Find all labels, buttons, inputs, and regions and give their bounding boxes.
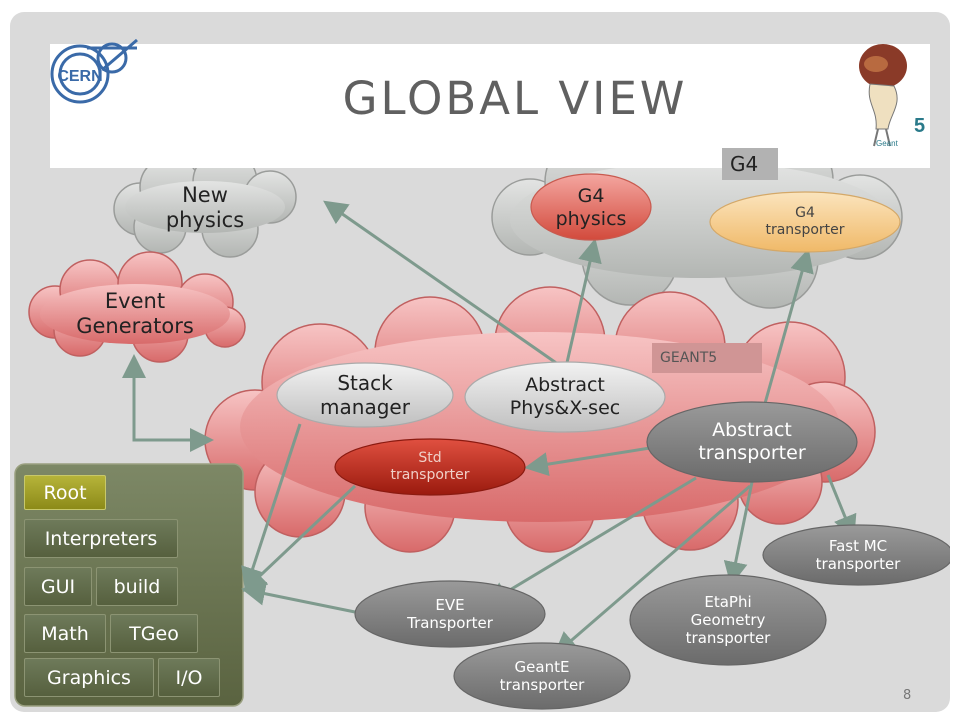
std-transporter-label: Std transporter	[390, 450, 470, 483]
abstract-transporter-node[interactable]	[646, 401, 858, 483]
new-physics-cloud	[113, 149, 297, 258]
arrow-to-new-physics	[323, 200, 563, 369]
std-transporter-node[interactable]	[334, 438, 526, 496]
interpreters-box[interactable]: Interpreters	[24, 519, 178, 558]
arrow-stack-to-root	[241, 423, 302, 592]
geante-label: GeantE transporter	[499, 658, 585, 694]
arrows	[122, 200, 857, 656]
geant5-tag: GEANT5	[652, 343, 762, 373]
title-band	[50, 44, 930, 168]
abstract-phys-node[interactable]	[464, 361, 666, 433]
stack-manager-label: Stack manager	[320, 371, 410, 419]
new-physics-label: New physics	[165, 182, 245, 232]
arrow-to-g4-transporter	[760, 248, 814, 415]
abstract-phys-label: Abstract Phys&X-sec	[509, 374, 621, 419]
fast-mc-label: Fast MC transporter	[815, 537, 901, 573]
g4-tag: G4	[722, 148, 778, 180]
arrow-to-geante	[553, 484, 751, 656]
arrow-eve-to-root	[241, 581, 356, 614]
event-generators-label: Event Generators	[76, 288, 194, 338]
root-box[interactable]: Root	[24, 475, 106, 510]
g4-transporter-node[interactable]	[709, 191, 901, 253]
geante-node[interactable]	[453, 642, 631, 710]
event-generators-cloud	[28, 251, 246, 363]
fast-mc-node[interactable]	[762, 524, 950, 586]
svg-text:Geant: Geant	[876, 139, 899, 148]
arrow-std-to-root	[242, 484, 357, 593]
arrow-event-generators-link	[132, 358, 214, 452]
g4-physics-node[interactable]	[530, 173, 652, 241]
page-number: 8	[903, 688, 912, 703]
arrow-to-fast-mc	[826, 474, 857, 540]
svg-text:5: 5	[914, 115, 925, 137]
abstract-transporter-label: Abstract transporter	[698, 419, 806, 464]
arrow-to-std-transporter	[524, 446, 651, 477]
eve-node[interactable]	[354, 580, 546, 648]
tgeo-box[interactable]: TGeo	[110, 614, 198, 653]
arrow-to-etaphi	[723, 481, 754, 586]
cern-logo: CERN	[50, 38, 138, 104]
slide: CERN 5 Geant GLOBAL VIEW New physics Eve…	[10, 12, 950, 712]
io-box[interactable]: I/O	[158, 658, 220, 697]
gui-box[interactable]: GUI	[24, 567, 92, 606]
build-box[interactable]: build	[96, 567, 178, 606]
graphics-box[interactable]: Graphics	[24, 658, 154, 697]
math-box[interactable]: Math	[24, 614, 106, 653]
geant5-logo: 5 Geant	[859, 44, 925, 148]
arrow-to-eve	[484, 476, 697, 606]
etaphi-label: EtaPhi Geometry transporter	[685, 593, 771, 647]
stack-manager-node[interactable]	[276, 362, 454, 428]
slide-title: GLOBAL VIEW	[342, 72, 688, 125]
g4-transporter-label: G4 transporter	[765, 205, 845, 238]
g4-physics-label: G4 physics	[555, 185, 627, 230]
arrow-to-g4-physics	[564, 238, 602, 368]
eve-label: EVE Transporter	[407, 596, 493, 632]
svg-text:CERN: CERN	[57, 68, 102, 85]
etaphi-node[interactable]	[629, 574, 827, 666]
